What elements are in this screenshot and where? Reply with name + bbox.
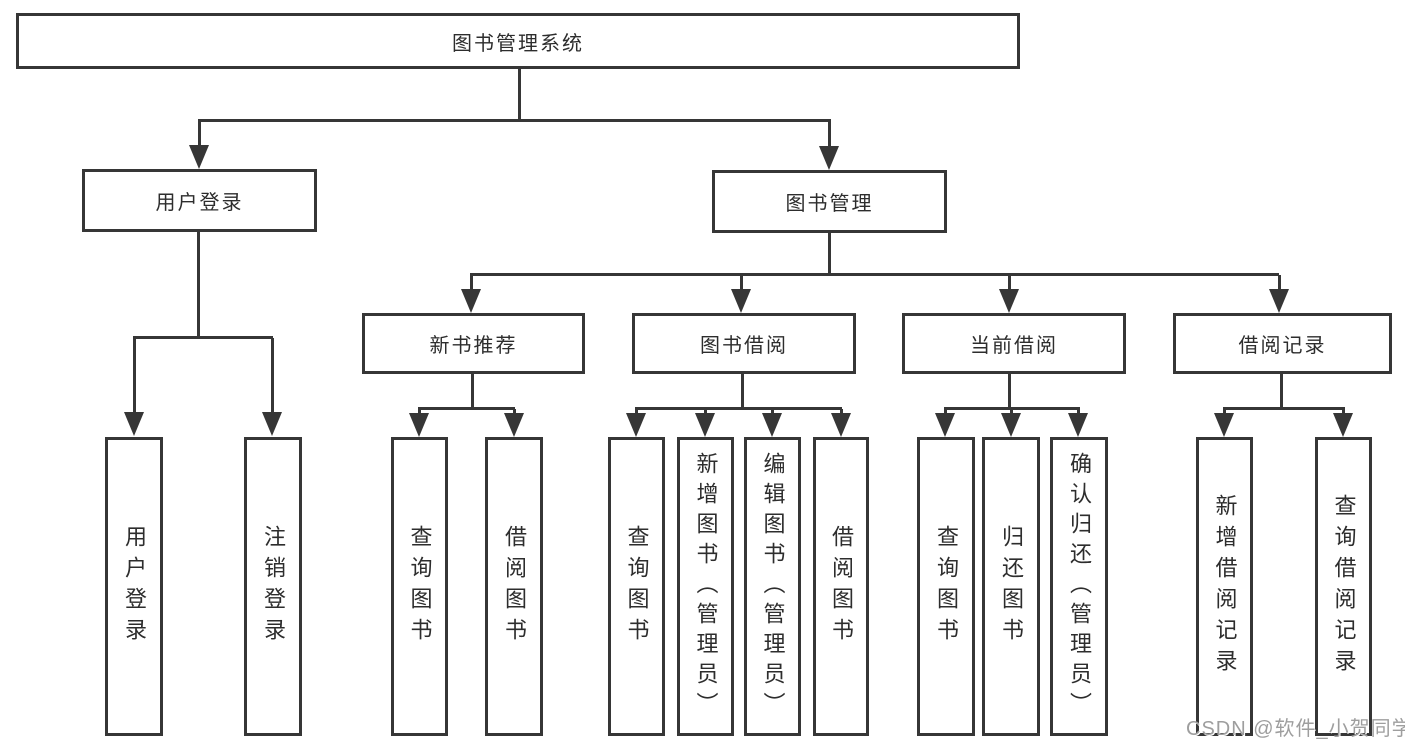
leaf-records-query-record: 查询借阅记录 — [1315, 437, 1372, 736]
arrow-down-icon — [409, 413, 429, 437]
connector-line — [740, 275, 743, 291]
arrow-down-icon — [1333, 413, 1353, 437]
connector-line — [133, 338, 136, 414]
leaf-borrow-query-books: 查询图书 — [608, 437, 665, 736]
connector-line — [741, 374, 744, 407]
node-book-management-label: 图书管理 — [785, 193, 874, 215]
connector-line — [704, 409, 707, 415]
node-root: 图书管理系统 — [16, 13, 1020, 69]
node-current-borrowing: 当前借阅 — [902, 313, 1126, 374]
leaf-newbook-query-books-label: 查询图书 — [407, 524, 433, 649]
node-current-borrowing-label: 当前借阅 — [970, 335, 1058, 357]
connector-line — [1008, 374, 1011, 407]
leaf-borrow-query-books-label: 查询图书 — [624, 524, 650, 649]
connector-line — [1010, 409, 1013, 415]
node-user-login-label: 用户登录 — [155, 192, 244, 214]
arrow-down-icon — [461, 289, 481, 313]
connector-line — [471, 374, 474, 407]
leaf-borrow-borrow-books-label: 借阅图书 — [829, 524, 854, 649]
arrow-down-icon — [695, 413, 715, 437]
arrow-down-icon — [999, 289, 1019, 313]
node-book-borrowing: 图书借阅 — [632, 313, 856, 374]
leaf-borrow-edit-books-admin-label: 编辑图书（管理员） — [760, 451, 786, 722]
node-root-label: 图书管理系统 — [452, 32, 584, 55]
leaf-records-add-record: 新增借阅记录 — [1196, 437, 1253, 736]
arrow-down-icon — [626, 413, 646, 437]
arrow-down-icon — [731, 289, 751, 313]
leaf-newbook-borrow-books-label: 借阅图书 — [502, 524, 527, 649]
connector-line — [470, 275, 473, 291]
leaf-current-query-books: 查询图书 — [917, 437, 975, 736]
connector-line — [418, 407, 515, 410]
node-user-login: 用户登录 — [82, 169, 317, 232]
connector-line — [771, 409, 774, 415]
node-borrow-records: 借阅记录 — [1173, 313, 1392, 374]
connector-line — [828, 121, 831, 148]
connector-line — [133, 336, 273, 339]
leaf-borrow-borrow-books: 借阅图书 — [813, 437, 869, 736]
connector-line — [635, 407, 842, 410]
connector-line — [470, 273, 1279, 276]
connector-line — [418, 409, 421, 415]
node-new-book-recommend-label: 新书推荐 — [429, 335, 518, 357]
leaf-current-confirm-return-admin: 确认归还（管理员） — [1050, 437, 1108, 736]
leaf-current-query-books-label: 查询图书 — [934, 524, 959, 649]
leaf-borrow-edit-books-admin: 编辑图书（管理员） — [744, 437, 801, 736]
arrow-down-icon — [935, 413, 955, 437]
arrow-down-icon — [189, 145, 209, 169]
leaf-records-query-record-label: 查询借阅记录 — [1331, 493, 1357, 680]
arrow-down-icon — [504, 413, 524, 437]
leaf-current-return-books-label: 归还图书 — [999, 524, 1024, 649]
connector-line — [944, 407, 1080, 410]
leaf-current-confirm-return-admin-label: 确认归还（管理员） — [1067, 451, 1092, 722]
node-borrow-records-label: 借阅记录 — [1238, 335, 1327, 357]
connector-line — [198, 119, 831, 122]
arrow-down-icon — [124, 412, 144, 436]
arrow-down-icon — [819, 146, 839, 170]
connector-line — [635, 409, 638, 415]
leaf-current-return-books: 归还图书 — [982, 437, 1040, 736]
connector-line — [840, 409, 843, 415]
arrow-down-icon — [1001, 413, 1021, 437]
node-new-book-recommend: 新书推荐 — [362, 313, 585, 374]
leaf-borrow-add-books-admin-label: 新增图书（管理员） — [693, 451, 719, 722]
connector-line — [197, 232, 200, 336]
leaf-user-login-label: 用户登录 — [122, 524, 147, 649]
watermark: CSDN @软件_小贺同学 — [1186, 718, 1405, 740]
connector-line — [513, 409, 516, 415]
connector-line — [1278, 275, 1281, 291]
leaf-logout-label: 注销登录 — [261, 524, 286, 649]
node-book-borrowing-label: 图书借阅 — [700, 335, 788, 357]
connector-line — [198, 121, 201, 148]
connector-line — [271, 338, 274, 414]
arrow-down-icon — [1214, 413, 1234, 437]
arrow-down-icon — [1269, 289, 1289, 313]
connector-line — [1223, 409, 1226, 415]
connector-line — [944, 409, 947, 415]
leaf-newbook-borrow-books: 借阅图书 — [485, 437, 543, 736]
arrow-down-icon — [762, 413, 782, 437]
connector-line — [1280, 374, 1283, 407]
leaf-newbook-query-books: 查询图书 — [391, 437, 448, 736]
connector-line — [828, 233, 831, 275]
arrow-down-icon — [831, 413, 851, 437]
connector-line — [1342, 409, 1345, 415]
leaf-user-login: 用户登录 — [105, 437, 163, 736]
leaf-borrow-add-books-admin: 新增图书（管理员） — [677, 437, 734, 736]
node-book-management: 图书管理 — [712, 170, 947, 233]
connector-line — [1223, 407, 1345, 410]
leaf-logout: 注销登录 — [244, 437, 302, 736]
arrow-down-icon — [1068, 413, 1088, 437]
leaf-records-add-record-label: 新增借阅记录 — [1212, 493, 1238, 680]
connector-line — [518, 69, 521, 120]
arrow-down-icon — [262, 412, 282, 436]
connector-line — [1008, 275, 1011, 291]
connector-line — [1077, 409, 1080, 415]
